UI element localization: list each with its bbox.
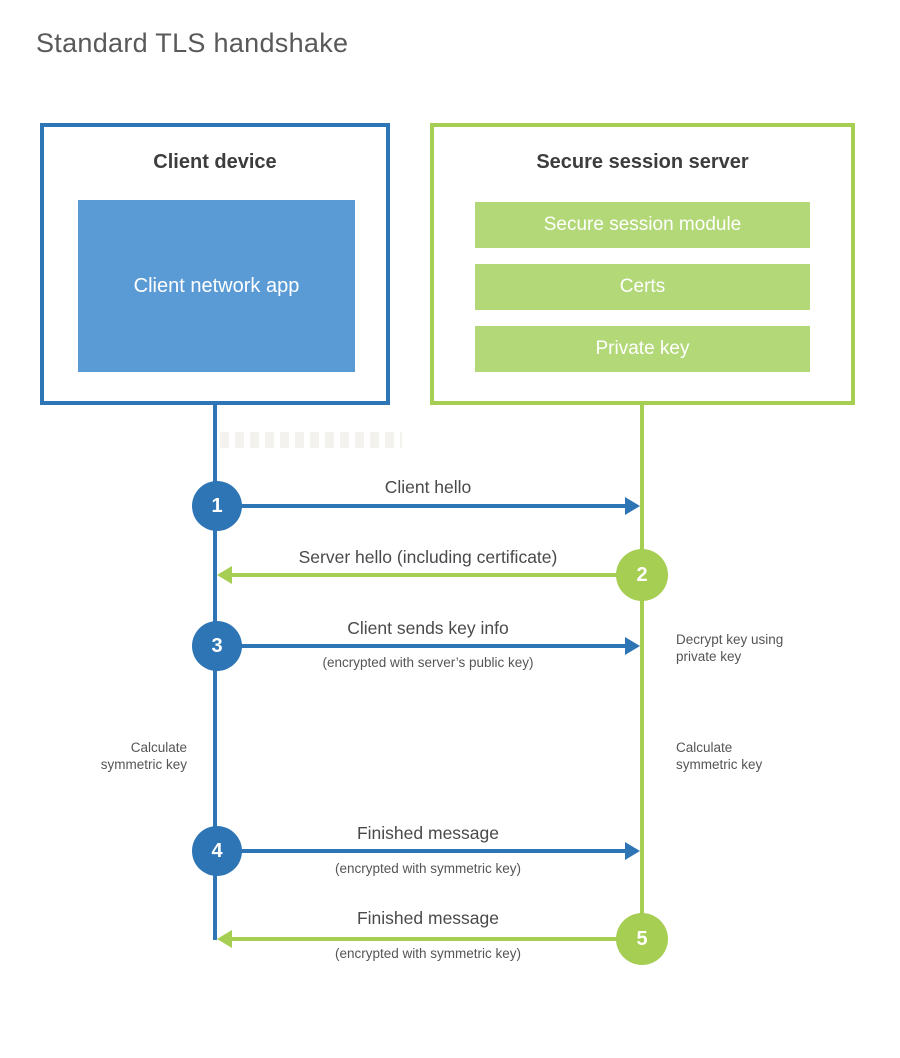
calculate-symmetric-key-note-right: Calculate symmetric key <box>676 740 763 773</box>
step4-circle: 4 <box>192 826 242 876</box>
client-device-box: Client device Client network app <box>40 123 390 405</box>
step4-arrowhead-right-icon <box>625 842 640 860</box>
secure-session-server-title: Secure session server <box>536 151 749 173</box>
client-network-app-box: Client network app <box>78 200 355 372</box>
faded-artifact <box>220 432 402 448</box>
server-module-private-key: Private key <box>475 326 810 372</box>
step5-arrowhead-left-icon <box>217 930 232 948</box>
step2-arrowhead-left-icon <box>217 566 232 584</box>
step3-label: Client sends key info <box>347 618 509 638</box>
step2-arrow-line <box>230 573 642 577</box>
step1-number: 1 <box>211 494 223 517</box>
step3-arrowhead-right-icon <box>625 637 640 655</box>
step5-arrow-line <box>230 937 642 941</box>
step4-arrow-line <box>215 849 627 853</box>
server-lifeline <box>640 401 644 939</box>
step4-label: Finished message <box>356 823 500 843</box>
step2-label: Server hello (including certificate) <box>298 547 558 567</box>
client-network-app-label: Client network app <box>133 274 300 297</box>
server-module-certs: Certs <box>475 264 810 310</box>
step1-arrow-line <box>215 504 627 508</box>
step3-sublabel: (encrypted with server’s public key) <box>322 655 534 670</box>
step4-number: 4 <box>211 839 223 862</box>
step5-sublabel: (encrypted with symmetric key) <box>334 946 522 961</box>
step5-label: Finished message <box>356 908 500 928</box>
calculate-symmetric-key-note-left: Calculate symmetric key <box>100 740 187 773</box>
step5-number: 5 <box>636 927 648 950</box>
step3-arrow-line <box>215 644 627 648</box>
decrypt-key-note: Decrypt key using private key <box>676 632 784 665</box>
secure-session-server-box: Secure session server Secure session mod… <box>430 123 855 405</box>
step2-number: 2 <box>636 563 648 586</box>
step1-label: Client hello <box>384 477 472 497</box>
step3-circle: 3 <box>192 621 242 671</box>
step1-arrowhead-right-icon <box>625 497 640 515</box>
step2-circle: 2 <box>616 549 668 601</box>
step4-sublabel: (encrypted with symmetric key) <box>334 861 522 876</box>
step1-circle: 1 <box>192 481 242 531</box>
step3-number: 3 <box>211 634 223 657</box>
page-title: Standard TLS handshake <box>36 28 349 58</box>
step5-circle: 5 <box>616 913 668 965</box>
server-module-secure-session-module: Secure session module <box>475 202 810 248</box>
client-device-title: Client device <box>153 151 277 173</box>
